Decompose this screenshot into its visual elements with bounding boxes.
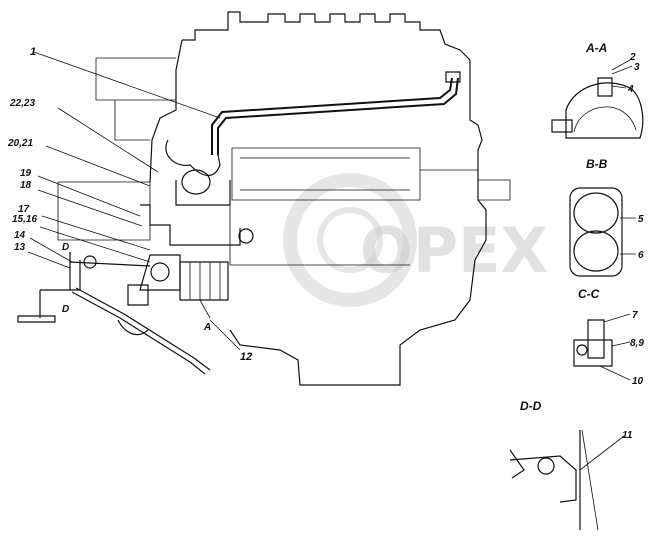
- callout-5: 5: [638, 214, 644, 225]
- callouts: 1 2 3 4 5 6 7 8,9 10 11 12 13 14 15,16 1…: [7, 46, 644, 441]
- section-title-dd: D-D: [520, 399, 542, 413]
- watermark-gear-icon: [283, 173, 417, 307]
- engine-block: [57, 11, 511, 386]
- fuel-pipe: [211, 71, 461, 155]
- section-labels: A-A B-B C-C D-D A D D: [62, 41, 608, 413]
- callout-15-16: 15,16: [12, 214, 37, 225]
- callout-7: 7: [632, 310, 638, 321]
- callout-17: 17: [18, 204, 30, 215]
- control-linkage: [17, 252, 211, 375]
- section-title-aa: A-A: [585, 41, 607, 55]
- callout-10: 10: [632, 376, 644, 387]
- callout-13: 13: [14, 242, 26, 253]
- callout-20-21: 20,21: [7, 138, 33, 149]
- callout-11: 11: [622, 430, 633, 441]
- watermark-text: OPEX: [360, 214, 548, 287]
- section-title-cc: C-C: [578, 287, 600, 301]
- marker-a: A: [203, 322, 211, 333]
- callout-2: 2: [629, 52, 636, 63]
- callout-1: 1: [30, 46, 36, 58]
- callout-3: 3: [634, 62, 640, 73]
- callout-19: 19: [20, 168, 32, 179]
- marker-d-lower: D: [62, 304, 69, 315]
- callout-4: 4: [627, 84, 634, 95]
- callout-14: 14: [14, 230, 26, 241]
- callout-8-9: 8,9: [630, 338, 644, 349]
- callout-22-23: 22,23: [9, 98, 35, 109]
- section-bb: [569, 187, 636, 277]
- watermark: OPEX: [283, 173, 548, 307]
- section-dd: [509, 429, 625, 531]
- leader-lines: [27, 51, 241, 351]
- callout-6: 6: [638, 250, 644, 261]
- section-cc: [573, 313, 631, 381]
- callout-12: 12: [240, 351, 252, 363]
- pump-assembly: [127, 139, 254, 306]
- marker-d-upper: D: [62, 242, 69, 253]
- section-title-bb: B-B: [586, 157, 608, 171]
- callout-18: 18: [20, 180, 32, 191]
- section-aa: [551, 59, 644, 139]
